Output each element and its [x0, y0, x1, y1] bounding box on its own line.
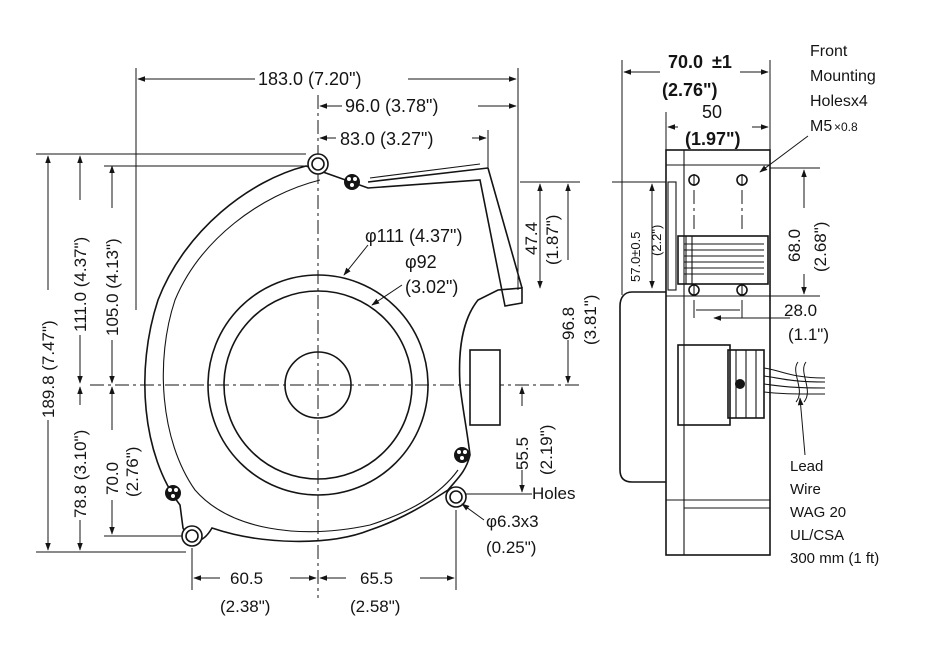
- label-wire: Wire: [790, 481, 821, 498]
- label-mounting: Mounting: [810, 68, 876, 85]
- outlet-grille-slats: [684, 243, 764, 275]
- terminal-screw: [735, 379, 745, 389]
- dim-bottom-right: 65.5: [360, 569, 393, 588]
- dim-outlet-edge: 83.0 (3.27"): [340, 129, 433, 149]
- label-lead: Lead: [790, 458, 823, 475]
- front-inlet-bulge: [619, 291, 666, 483]
- dim-bottom-left: 60.5: [230, 569, 263, 588]
- dim-depth: 70.0: [668, 52, 703, 72]
- dim-outlet-offset: 96.0 (3.78"): [345, 96, 438, 116]
- mount-hole-right-inner: [449, 490, 463, 504]
- motor-box: [469, 349, 501, 426]
- label-dia-92-inch: (3.02"): [405, 277, 458, 297]
- dim-top-hole-to-center: 105.0 (4.13"): [103, 238, 122, 336]
- dim-mount-height-inch: (2.68"): [811, 222, 830, 272]
- screw-left: [165, 485, 181, 501]
- hub-circle: [284, 351, 352, 419]
- dim-center-to-left-hole-inch: (2.76"): [123, 447, 142, 497]
- inlet-ring-92: [223, 290, 413, 480]
- housing-outline: [144, 165, 523, 543]
- dim-mount-width: 50: [702, 102, 722, 122]
- label-thread: M5: [810, 118, 832, 135]
- outlet-grille: [677, 235, 769, 285]
- dim-depth-tol: ±1: [712, 52, 732, 72]
- motor-block: [677, 344, 731, 426]
- front-view: 70.0 ±1 (2.76") 50 (1.97") Front Mountin…: [612, 43, 879, 567]
- front-body-outline: [665, 149, 771, 556]
- dim-center-to-left-hole: 70.0: [103, 462, 122, 495]
- label-dia-111: φ111 (4.37"): [365, 226, 462, 246]
- dim-outlet-height-inch: (2.2"): [649, 225, 664, 256]
- dim-mount-height: 68.0: [785, 229, 804, 262]
- dim-mount-width-inch: (1.97"): [685, 129, 741, 149]
- dim-bottom-right-inch: (2.58"): [350, 597, 400, 616]
- dim-total-height: 189.8 (7.47"): [39, 320, 58, 418]
- side-view: 183.0 (7.20") 96.0 (3.78") 83.0 (3.27") …: [36, 68, 600, 616]
- label-dia-92: φ92: [405, 252, 437, 272]
- dim-center-to-hole-inch: (2.19"): [537, 425, 556, 475]
- label-cert: UL/CSA: [790, 527, 844, 544]
- dim-center-to-bottom: 78.8 (3.10"): [71, 430, 90, 518]
- lead-wires: [763, 361, 826, 403]
- label-front: Front: [810, 43, 848, 60]
- label-hole-spec: φ6.3x3: [486, 512, 539, 531]
- dim-outlet-height: 57.0±0.5: [628, 231, 643, 282]
- inlet-ring-outer: [207, 274, 429, 496]
- dim-top-to-center: 111.0 (4.37"): [71, 237, 90, 332]
- dim-offset: 28.0: [784, 301, 817, 320]
- dim-outlet-to-center-inch: (3.81"): [581, 295, 600, 345]
- dim-depth-inch: (2.76"): [662, 80, 718, 100]
- mount-hole-left-inner: [185, 529, 199, 543]
- outlet-right-edge: [487, 167, 523, 289]
- mount-hole-top-inner: [311, 157, 325, 171]
- label-length: 300 mm (1 ft): [790, 550, 879, 567]
- outlet-top-inner: [369, 163, 481, 179]
- label-hole-spec-inch: (0.25"): [486, 538, 536, 557]
- dim-bottom-left-inch: (2.38"): [220, 597, 270, 616]
- housing-inner-line: [162, 179, 459, 533]
- label-thread-pitch: ×0.8: [834, 120, 858, 134]
- outlet-top-edge: [367, 167, 489, 183]
- dim-outlet-h-inch: (1.87"): [543, 215, 562, 265]
- label-holes-x4: Holesx4: [810, 93, 868, 110]
- label-gauge: WAG 20: [790, 504, 846, 521]
- dim-offset-inch: (1.1"): [788, 325, 829, 344]
- outlet-flange: [667, 181, 677, 291]
- screw-right: [454, 447, 470, 463]
- label-holes: Holes: [532, 484, 575, 503]
- screw-top: [344, 174, 360, 190]
- dim-outlet-h: 47.4: [522, 222, 541, 255]
- dim-outlet-to-center: 96.8: [559, 307, 578, 340]
- dim-overall-width: 183.0 (7.20"): [258, 69, 361, 89]
- dim-center-to-hole: 55.5: [513, 437, 532, 470]
